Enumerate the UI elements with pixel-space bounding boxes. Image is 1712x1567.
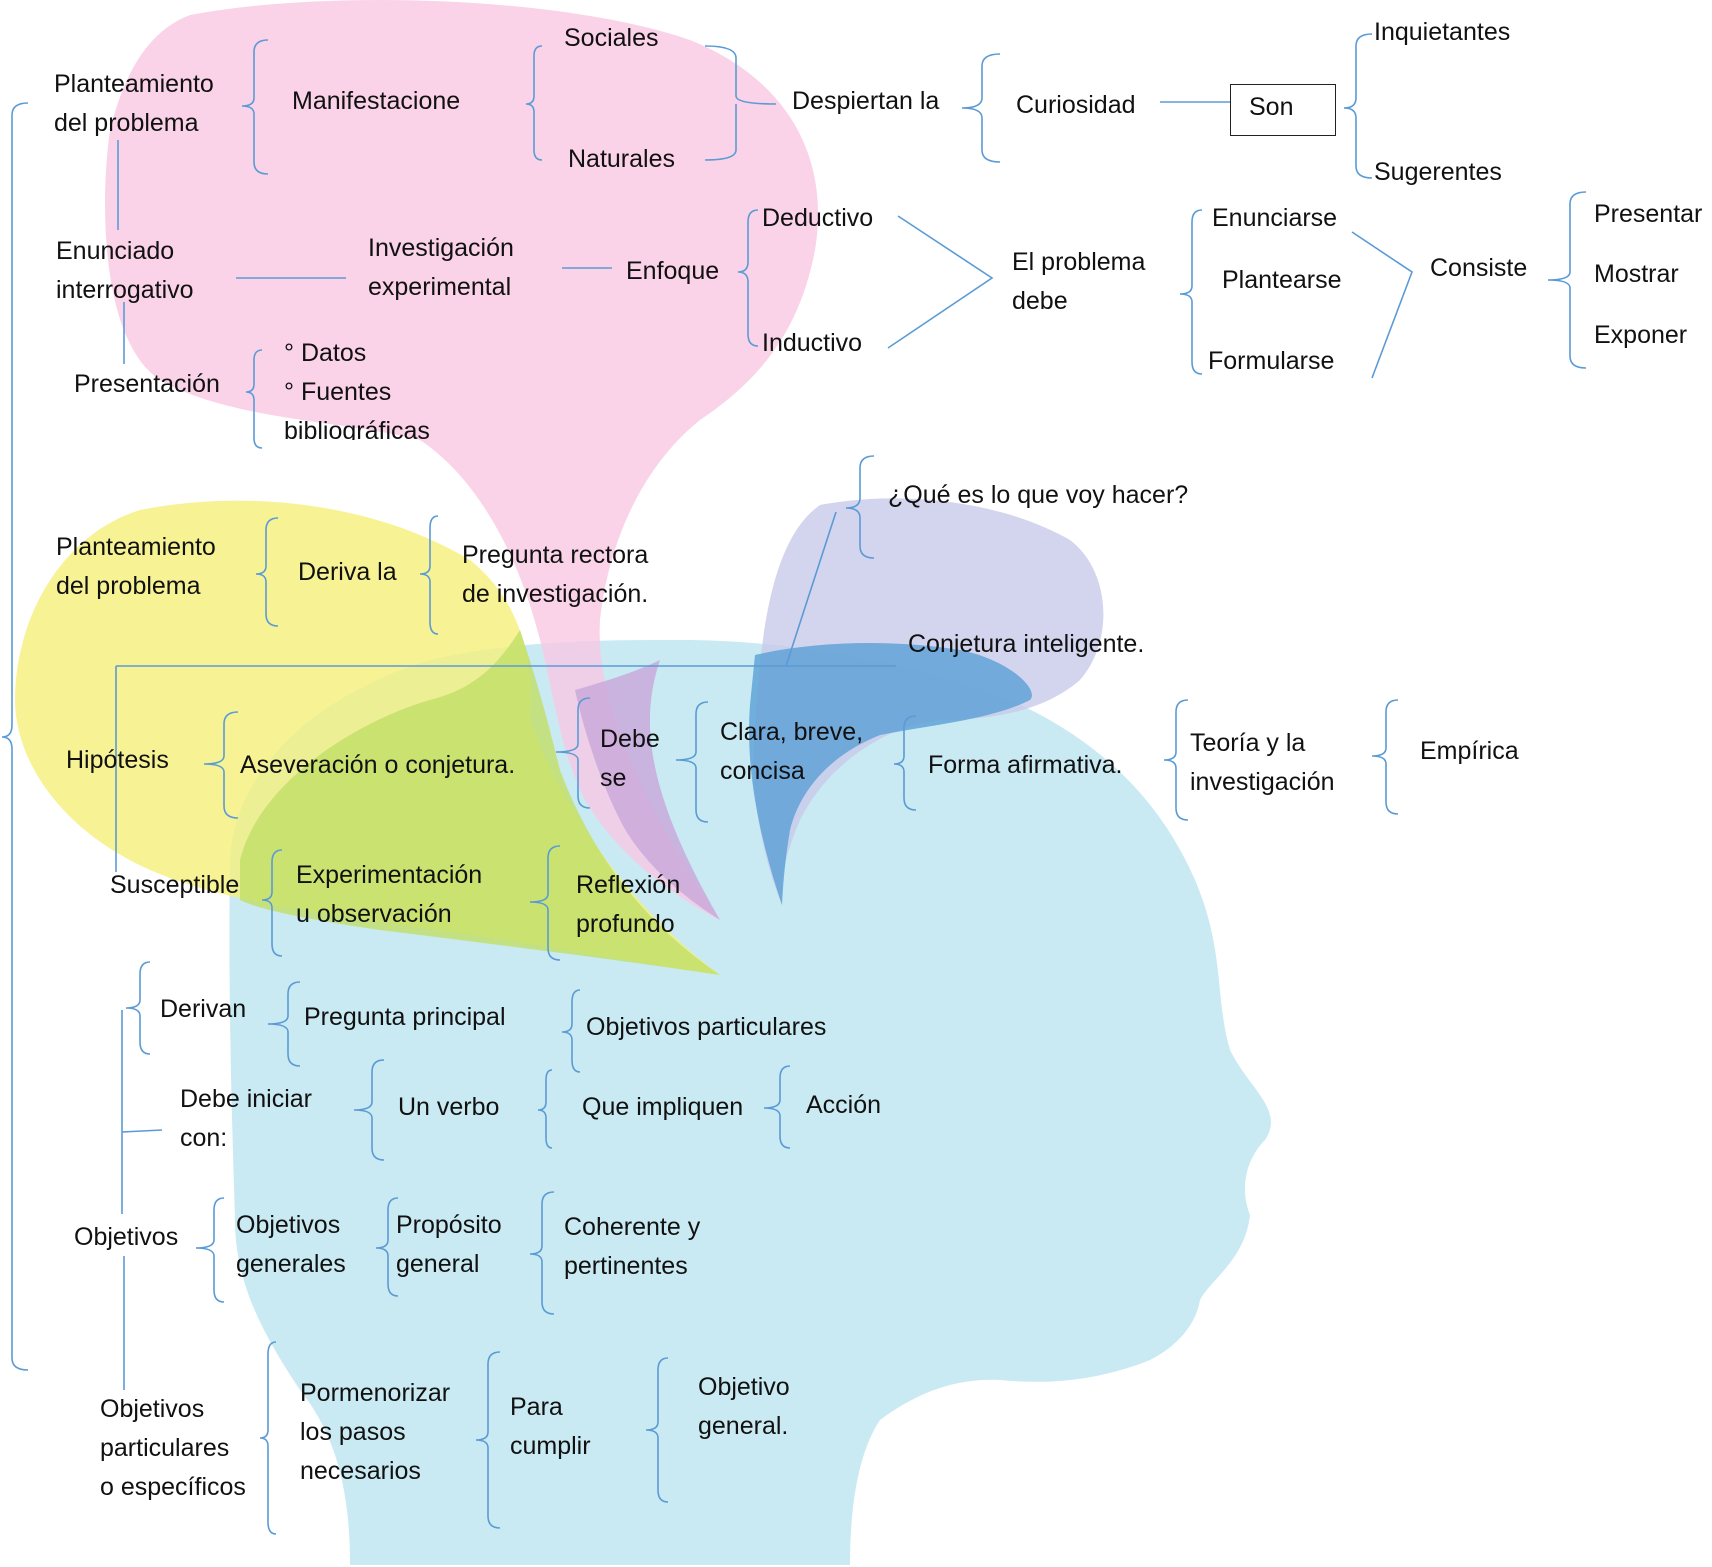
node-un-verbo: Un verbo xyxy=(398,1093,500,1121)
brace-objetivos-generales xyxy=(195,1197,225,1303)
node-que-impliquen: Que impliquen xyxy=(582,1093,744,1121)
node-reflexion: Reflexión profundo xyxy=(576,871,681,938)
node-proposito: Propósito general xyxy=(396,1211,502,1278)
node-deriva-la: Deriva la xyxy=(298,558,397,586)
node-pregunta-principal: Pregunta principal xyxy=(304,1003,506,1031)
brace-deriva-la xyxy=(255,517,279,627)
node-enunciarse: Enunciarse xyxy=(1212,204,1338,232)
node-formularse: Formularse xyxy=(1208,347,1335,375)
node-enfoque: Enfoque xyxy=(626,257,720,285)
node-exponer: Exponer xyxy=(1594,321,1688,349)
node-planteamiento-1: Planteamiento del problema xyxy=(54,70,214,137)
node-forma-afirmativa: Forma afirmativa. xyxy=(928,751,1123,779)
node-presentacion: Presentación xyxy=(74,370,220,398)
node-objetivos-generales: Objetivos generales xyxy=(236,1211,346,1278)
brace-curiosidad xyxy=(961,53,1001,163)
brace-pregunta-principal xyxy=(267,981,301,1067)
node-accion: Acción xyxy=(806,1091,882,1119)
brace-enunciarse xyxy=(1179,209,1203,375)
brace-objetivo-general xyxy=(645,1357,669,1503)
brace-teoria xyxy=(1163,699,1189,821)
node-problema-debe: El problema debe xyxy=(1012,248,1146,315)
brace-presentar xyxy=(1547,191,1587,369)
brace-que-voy-hacer xyxy=(845,455,875,559)
node-coherente: Coherente y pertinentes xyxy=(564,1213,701,1280)
brace-forma-afirmativa xyxy=(893,715,917,811)
node-inductivo: Inductivo xyxy=(762,329,863,357)
node-debe-se: Debe se xyxy=(600,725,660,792)
node-pormenorizar: Pormenorizar los pasos necesarios xyxy=(300,1379,451,1485)
line-enunciarse-consiste xyxy=(1351,231,1413,379)
line-deductivo-problema xyxy=(887,215,994,349)
node-susceptible: Susceptible xyxy=(110,871,240,899)
node-datos: ° Datos ° Fuentes bibliográficas xyxy=(284,339,430,440)
blue-bubble xyxy=(749,643,1032,905)
pink-bubble xyxy=(105,0,819,921)
node-pregunta-rectora: Pregunta rectora de investigación. xyxy=(462,541,649,608)
brace-deductivo xyxy=(737,209,759,347)
brace-objetivos-particulares xyxy=(561,989,581,1073)
node-clara: Clara, breve, concisa xyxy=(720,718,864,785)
brace-que-impliquen xyxy=(537,1069,553,1149)
node-curiosidad: Curiosidad xyxy=(1016,91,1136,119)
node-plantearse: Plantearse xyxy=(1222,266,1342,294)
node-objetivos-particulares: Objetivos particulares xyxy=(586,1013,827,1041)
node-manifestacione: Manifestacione xyxy=(292,87,461,115)
brace-aseveracion xyxy=(203,711,239,819)
brace-empirica xyxy=(1371,699,1399,815)
node-enunciado: Enunciado interrogativo xyxy=(56,237,194,304)
brace-proposito xyxy=(375,1197,399,1297)
node-derivan: Derivan xyxy=(160,995,247,1023)
brace-reflexion xyxy=(529,845,561,961)
brace-pormenorizar xyxy=(259,1341,277,1535)
brace-coherente xyxy=(529,1191,555,1315)
line-objetivos-debe xyxy=(121,1129,163,1133)
brace-clara xyxy=(675,701,709,823)
node-objetivos: Objetivos xyxy=(74,1223,179,1251)
node-hipotesis: Hipótesis xyxy=(66,746,169,774)
node-sociales: Sociales xyxy=(564,24,659,52)
node-investigacion: Investigación experimental xyxy=(368,234,514,301)
brace-despiertan-in xyxy=(704,45,777,161)
purple-overlap xyxy=(575,660,720,920)
node-naturales: Naturales xyxy=(568,145,675,173)
main-brace xyxy=(1,102,29,1371)
brace-datos xyxy=(245,349,263,449)
brace-para-cumplir xyxy=(475,1351,501,1529)
green-bubble xyxy=(240,630,720,975)
node-despiertan: Despiertan la xyxy=(792,87,940,115)
node-aseveracion: Aseveración o conjetura. xyxy=(240,751,516,779)
node-sugerentes: Sugerentes xyxy=(1374,158,1502,186)
node-inquietantes: Inquietantes xyxy=(1374,18,1511,46)
node-que-voy-hacer: ¿Qué es lo que voy hacer? xyxy=(888,481,1189,509)
brace-inquietantes xyxy=(1343,33,1373,179)
node-presentar: Presentar xyxy=(1594,200,1703,228)
brace-derivan xyxy=(125,961,151,1055)
brace-experimentacion xyxy=(261,849,283,957)
node-consiste: Consiste xyxy=(1430,254,1528,282)
node-objetivo-general: Objetivo general. xyxy=(698,1373,790,1440)
node-objetivos-especificos: Objetivos particulares o específicos xyxy=(100,1395,246,1501)
brace-manifestacione xyxy=(241,39,269,175)
brace-debe-se xyxy=(555,697,591,809)
node-planteamiento-2: Planteamiento del problema xyxy=(56,533,216,600)
brace-accion xyxy=(763,1065,791,1149)
node-conjetura-inteligente: Conjetura inteligente. xyxy=(908,630,1145,658)
brace-un-verbo xyxy=(353,1059,385,1161)
brace-sociales xyxy=(525,45,543,161)
node-deductivo: Deductivo xyxy=(762,204,874,232)
line-conjetura-que xyxy=(785,511,837,667)
node-experimentacion: Experimentación u observación xyxy=(296,861,483,928)
node-son: Son xyxy=(1230,84,1336,136)
node-para-cumplir: Para cumplir xyxy=(510,1393,591,1460)
node-mostrar: Mostrar xyxy=(1594,260,1679,288)
brace-pregunta-rectora xyxy=(419,515,439,635)
node-teoria: Teoría y la investigación xyxy=(1190,729,1335,796)
node-empirica: Empírica xyxy=(1420,737,1519,765)
node-debe-iniciar: Debe iniciar con: xyxy=(180,1085,313,1152)
